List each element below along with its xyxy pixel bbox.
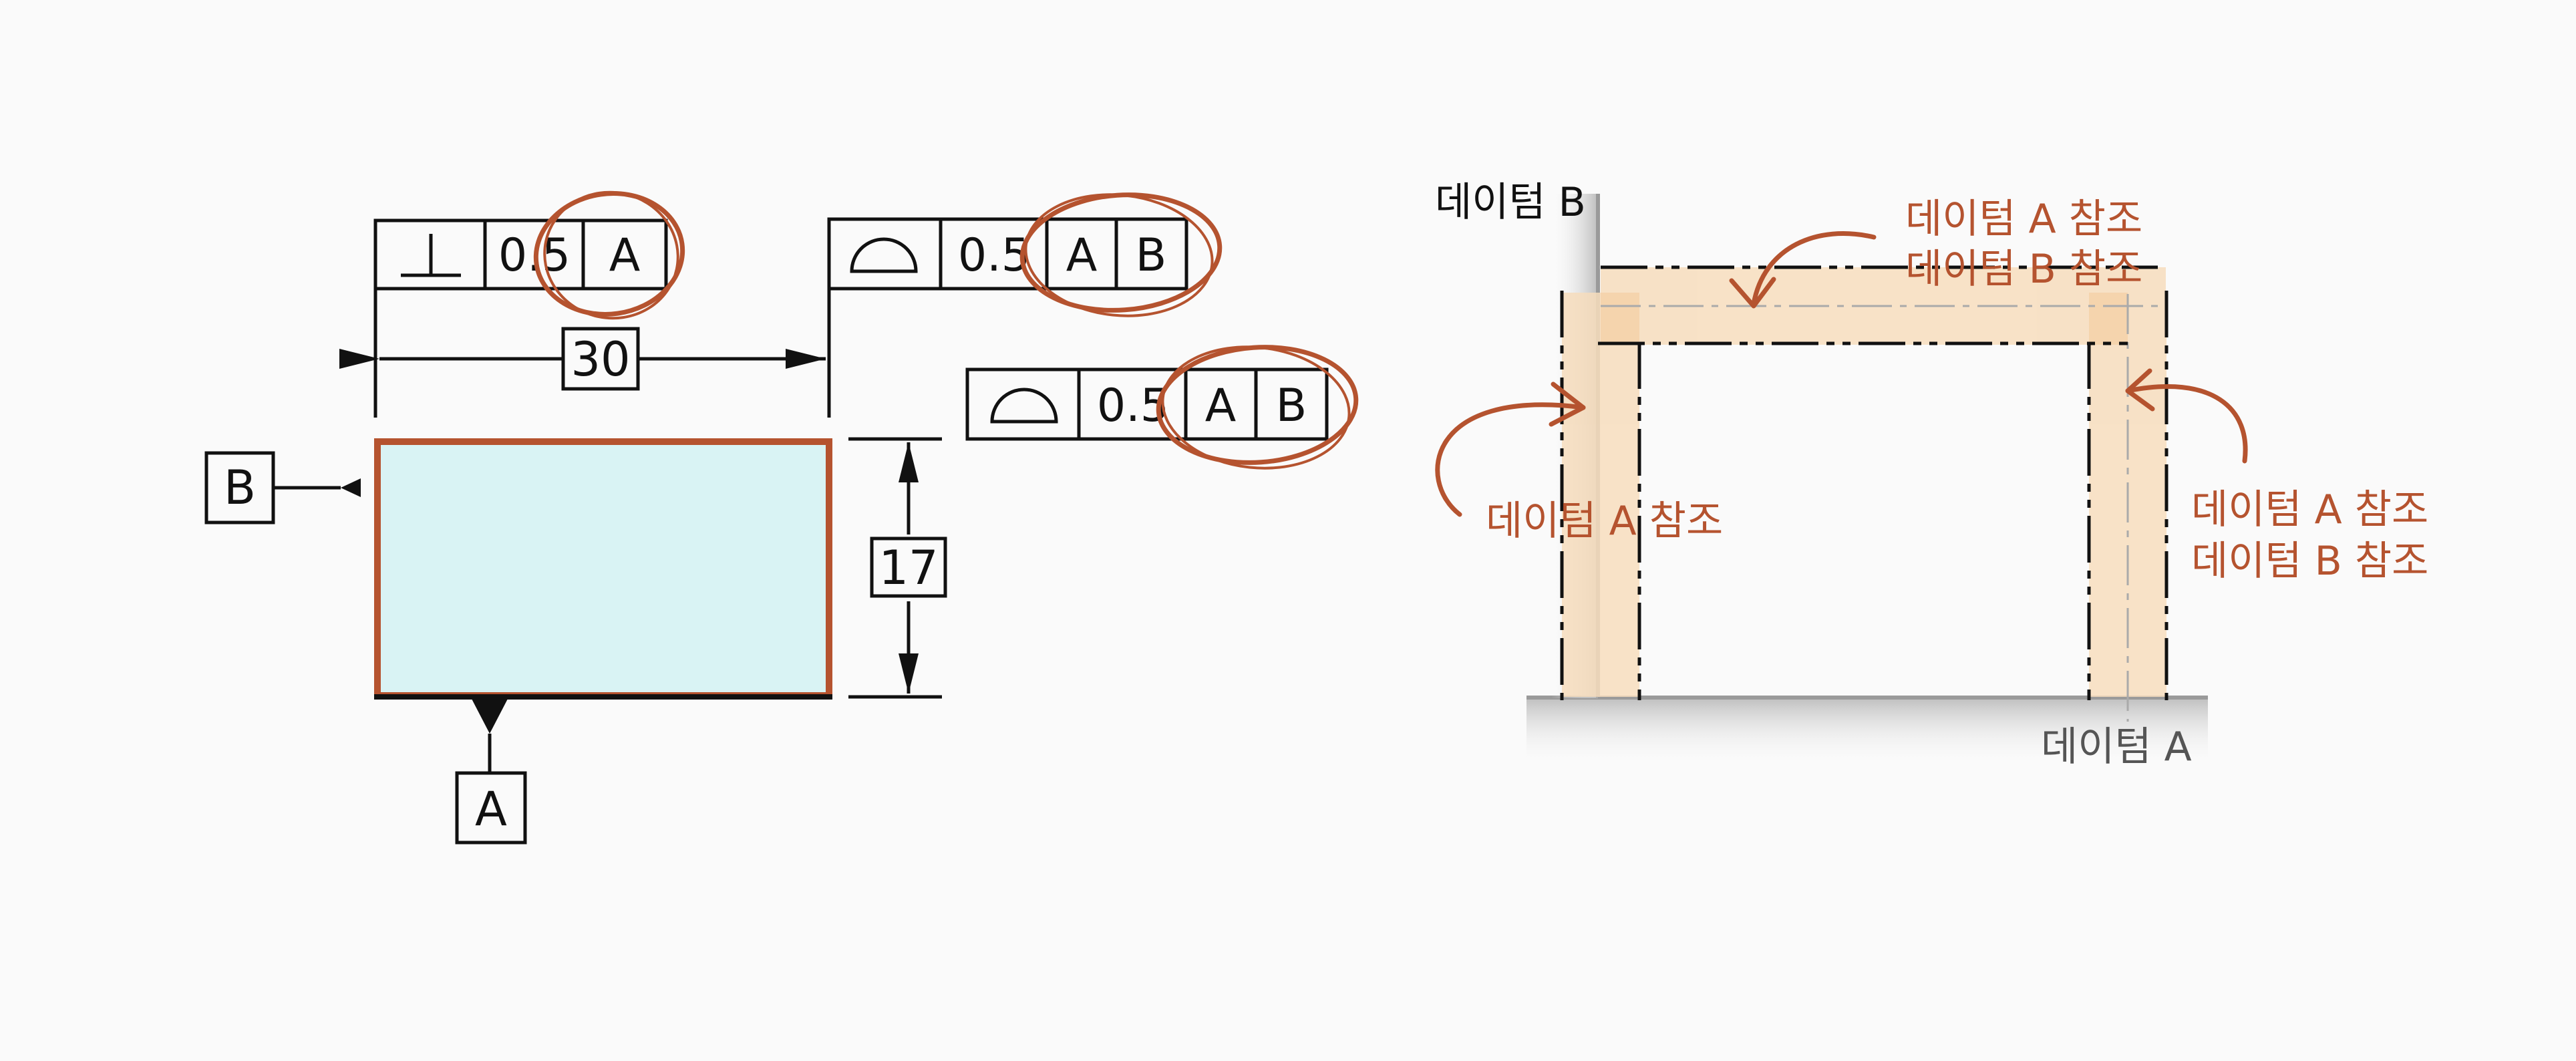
- highlight-datum-a-circle-2: [543, 190, 679, 320]
- curved-arrow-top-icon: [1729, 231, 1877, 309]
- datum-a-box: [455, 771, 527, 845]
- fcf-perpendicularity-datum-a: A: [609, 229, 641, 282]
- datum-a-title: 데이텀 A: [2041, 724, 2192, 770]
- highlight-datum-a-circle: [533, 191, 685, 317]
- right-callout-line2: 데이텀 B 참조: [2191, 538, 2428, 585]
- right-callout-line1: 데이텀 A 참조: [2191, 486, 2428, 533]
- datum-a-triangle: [472, 699, 508, 734]
- fcf-profile-right: 0.5 A B: [965, 367, 1329, 441]
- fcf-perpendicularity: 0.5 A: [373, 218, 668, 291]
- tolerance-zone: [1562, 267, 2166, 697]
- part-body: [374, 438, 832, 699]
- datum-b-label: B: [224, 460, 256, 515]
- curved-arrow-right-icon: [2125, 368, 2248, 464]
- datum-b-triangle: [341, 478, 361, 497]
- profile-of-surface-icon: [990, 388, 1058, 424]
- fcf-profile-top: 0.5 A B: [827, 217, 1188, 291]
- datum-a-ground: [1526, 697, 2208, 764]
- perpendicularity-icon: [401, 234, 461, 277]
- highlight-circles: [533, 190, 1359, 470]
- fcf-profile-right-datum-b: B: [1276, 380, 1307, 432]
- highlight-datum-ab-circle-right-2: [1161, 345, 1351, 470]
- dimension-width: 30: [571, 332, 630, 387]
- tolerance-zone-overlap: [1601, 293, 2128, 345]
- left-drawing: 30 17 B A 0.5 A: [204, 190, 1359, 845]
- zone-boundaries: [1560, 265, 2168, 700]
- dimension-box-height: [870, 537, 947, 598]
- left-callout: 데이텀 A 참조: [1486, 498, 1723, 545]
- highlight-datum-ab-circle-top-2: [1024, 193, 1214, 317]
- dimension-box-width: [561, 327, 640, 391]
- centerlines: [1601, 294, 2166, 722]
- datum-b-title: 데이텀 B: [1435, 179, 1586, 226]
- top-callout-line2: 데이텀 B 참조: [1905, 246, 2142, 293]
- fcf-profile-top-tolerance: 0.5: [958, 229, 1030, 282]
- callout-arrows: [1435, 231, 2248, 517]
- fcf-profile-top-datum-a: A: [1066, 229, 1098, 282]
- top-callout-line1: 데이텀 A 참조: [1905, 196, 2142, 243]
- dimension-height: 17: [878, 541, 938, 595]
- datum-a-label: A: [475, 782, 507, 837]
- profile-of-surface-icon: [850, 237, 918, 273]
- fcf-profile-top-datum-b: B: [1136, 229, 1167, 282]
- right-drawing: 데이텀 B 데이텀 A 참조 데이텀 B 참조 데이텀 A 참조 데이텀 A 참…: [1435, 179, 2428, 770]
- fcf-profile-right-datum-a: A: [1205, 380, 1237, 432]
- curved-arrow-left-icon: [1435, 382, 1586, 517]
